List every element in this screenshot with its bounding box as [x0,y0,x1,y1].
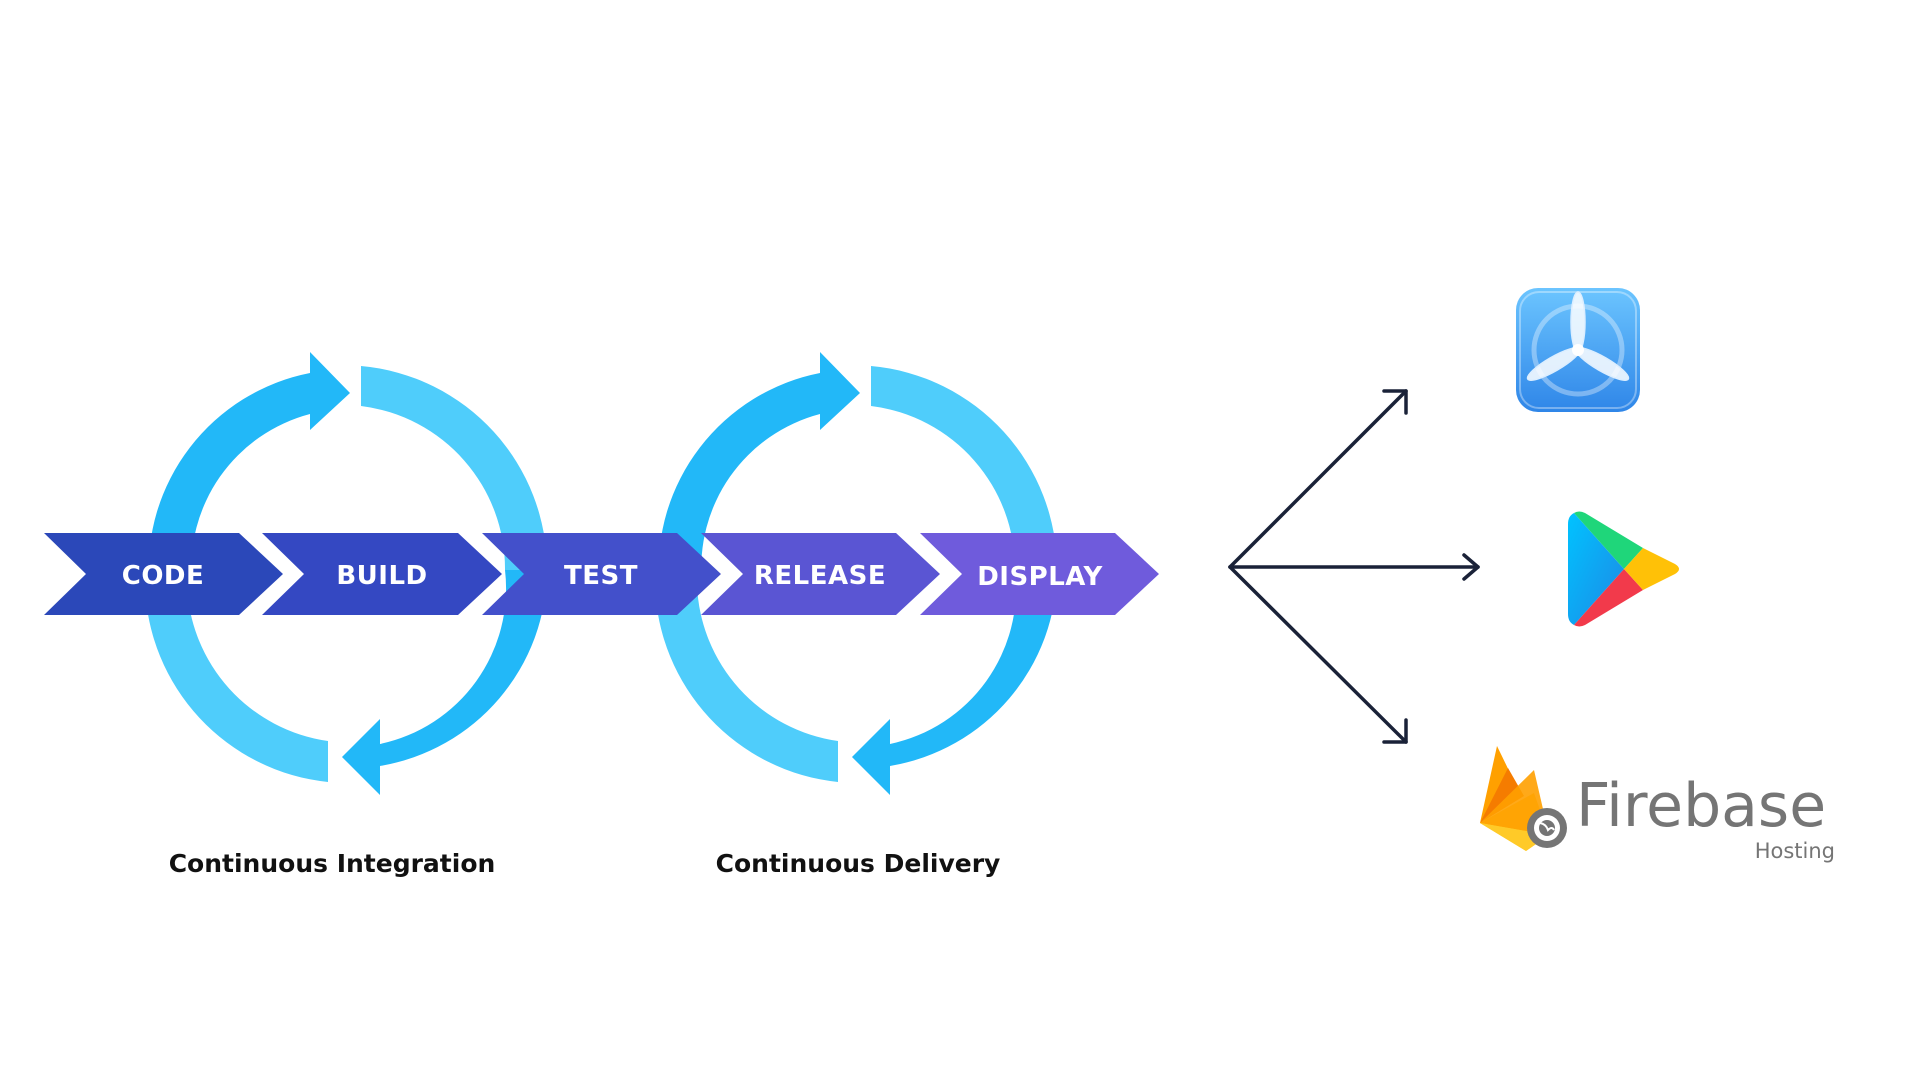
connector-to-google-play-arrowhead [1462,553,1480,581]
connector-to-firebase-arrowhead [1382,718,1408,744]
cd-caption: Continuous Delivery [716,849,1001,878]
stage-display-shape [920,533,1159,615]
ci-caption: Continuous Integration [169,849,496,878]
firebase-wordmark: Firebase [1576,771,1826,841]
stage-release-shape [701,533,940,615]
ci-loop-top-arc [148,352,350,583]
ci-loop-left-arc [145,585,328,782]
stage-code: CODE [44,533,283,615]
stage-test-shape [482,533,721,615]
stage-test-label: TEST [564,561,638,591]
stage-display: DISPLAY [920,533,1159,615]
google-play-icon [1568,511,1679,627]
stage-code-label: CODE [122,561,205,591]
cd-loop-left-arc [655,585,838,782]
cd-loop-right-arc [871,366,1058,570]
stage-display-label: DISPLAY [977,562,1103,592]
firebase-hosting-subtitle: Hosting [1755,839,1835,863]
cd-loop-top-arc [658,352,860,583]
distribution-connectors [1228,389,1480,744]
ci-loop-right-arc [361,366,548,570]
stage-release: RELEASE [701,533,940,615]
stage-build-shape [262,533,502,615]
stage-test: TEST [482,533,721,615]
globe-icon [1527,808,1567,848]
stage-chevrons: CODE BUILD TEST RELEASE DISPLAY [44,533,1159,615]
stage-build: BUILD [262,533,502,615]
connector-to-testflight [1228,389,1408,569]
firebase-hosting-logo: Firebase Hosting [1480,746,1835,863]
stage-build-label: BUILD [336,561,427,591]
stage-release-label: RELEASE [754,561,886,591]
stage-code-shape [44,533,283,615]
testflight-icon [1516,288,1640,412]
connector-to-testflight-arrowhead [1382,389,1408,415]
connector-to-firebase [1228,565,1408,744]
